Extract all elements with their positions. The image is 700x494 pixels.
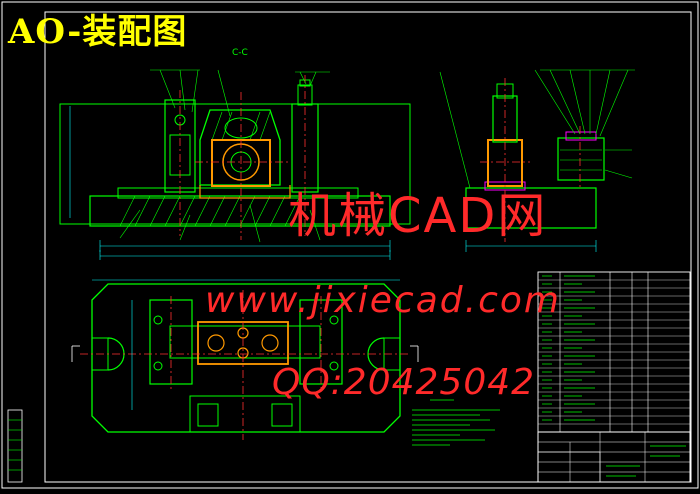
front-view	[59, 69, 411, 260]
technical-notes	[412, 399, 500, 446]
side-view	[439, 69, 635, 252]
watermark-line3: QQ:20425042	[272, 362, 536, 403]
binding-strip-cells	[8, 419, 22, 471]
top-view	[71, 279, 419, 440]
binding-strip	[7, 409, 23, 483]
watermark-line2: www.jixiecad.com	[205, 280, 561, 321]
inner-border	[44, 11, 692, 483]
section-label: C-C	[232, 48, 248, 58]
watermark-line1: 机械CAD网	[288, 188, 548, 244]
drawing-title: AO-装配图	[8, 12, 188, 52]
title-block	[537, 431, 691, 483]
revision-table	[537, 451, 601, 483]
